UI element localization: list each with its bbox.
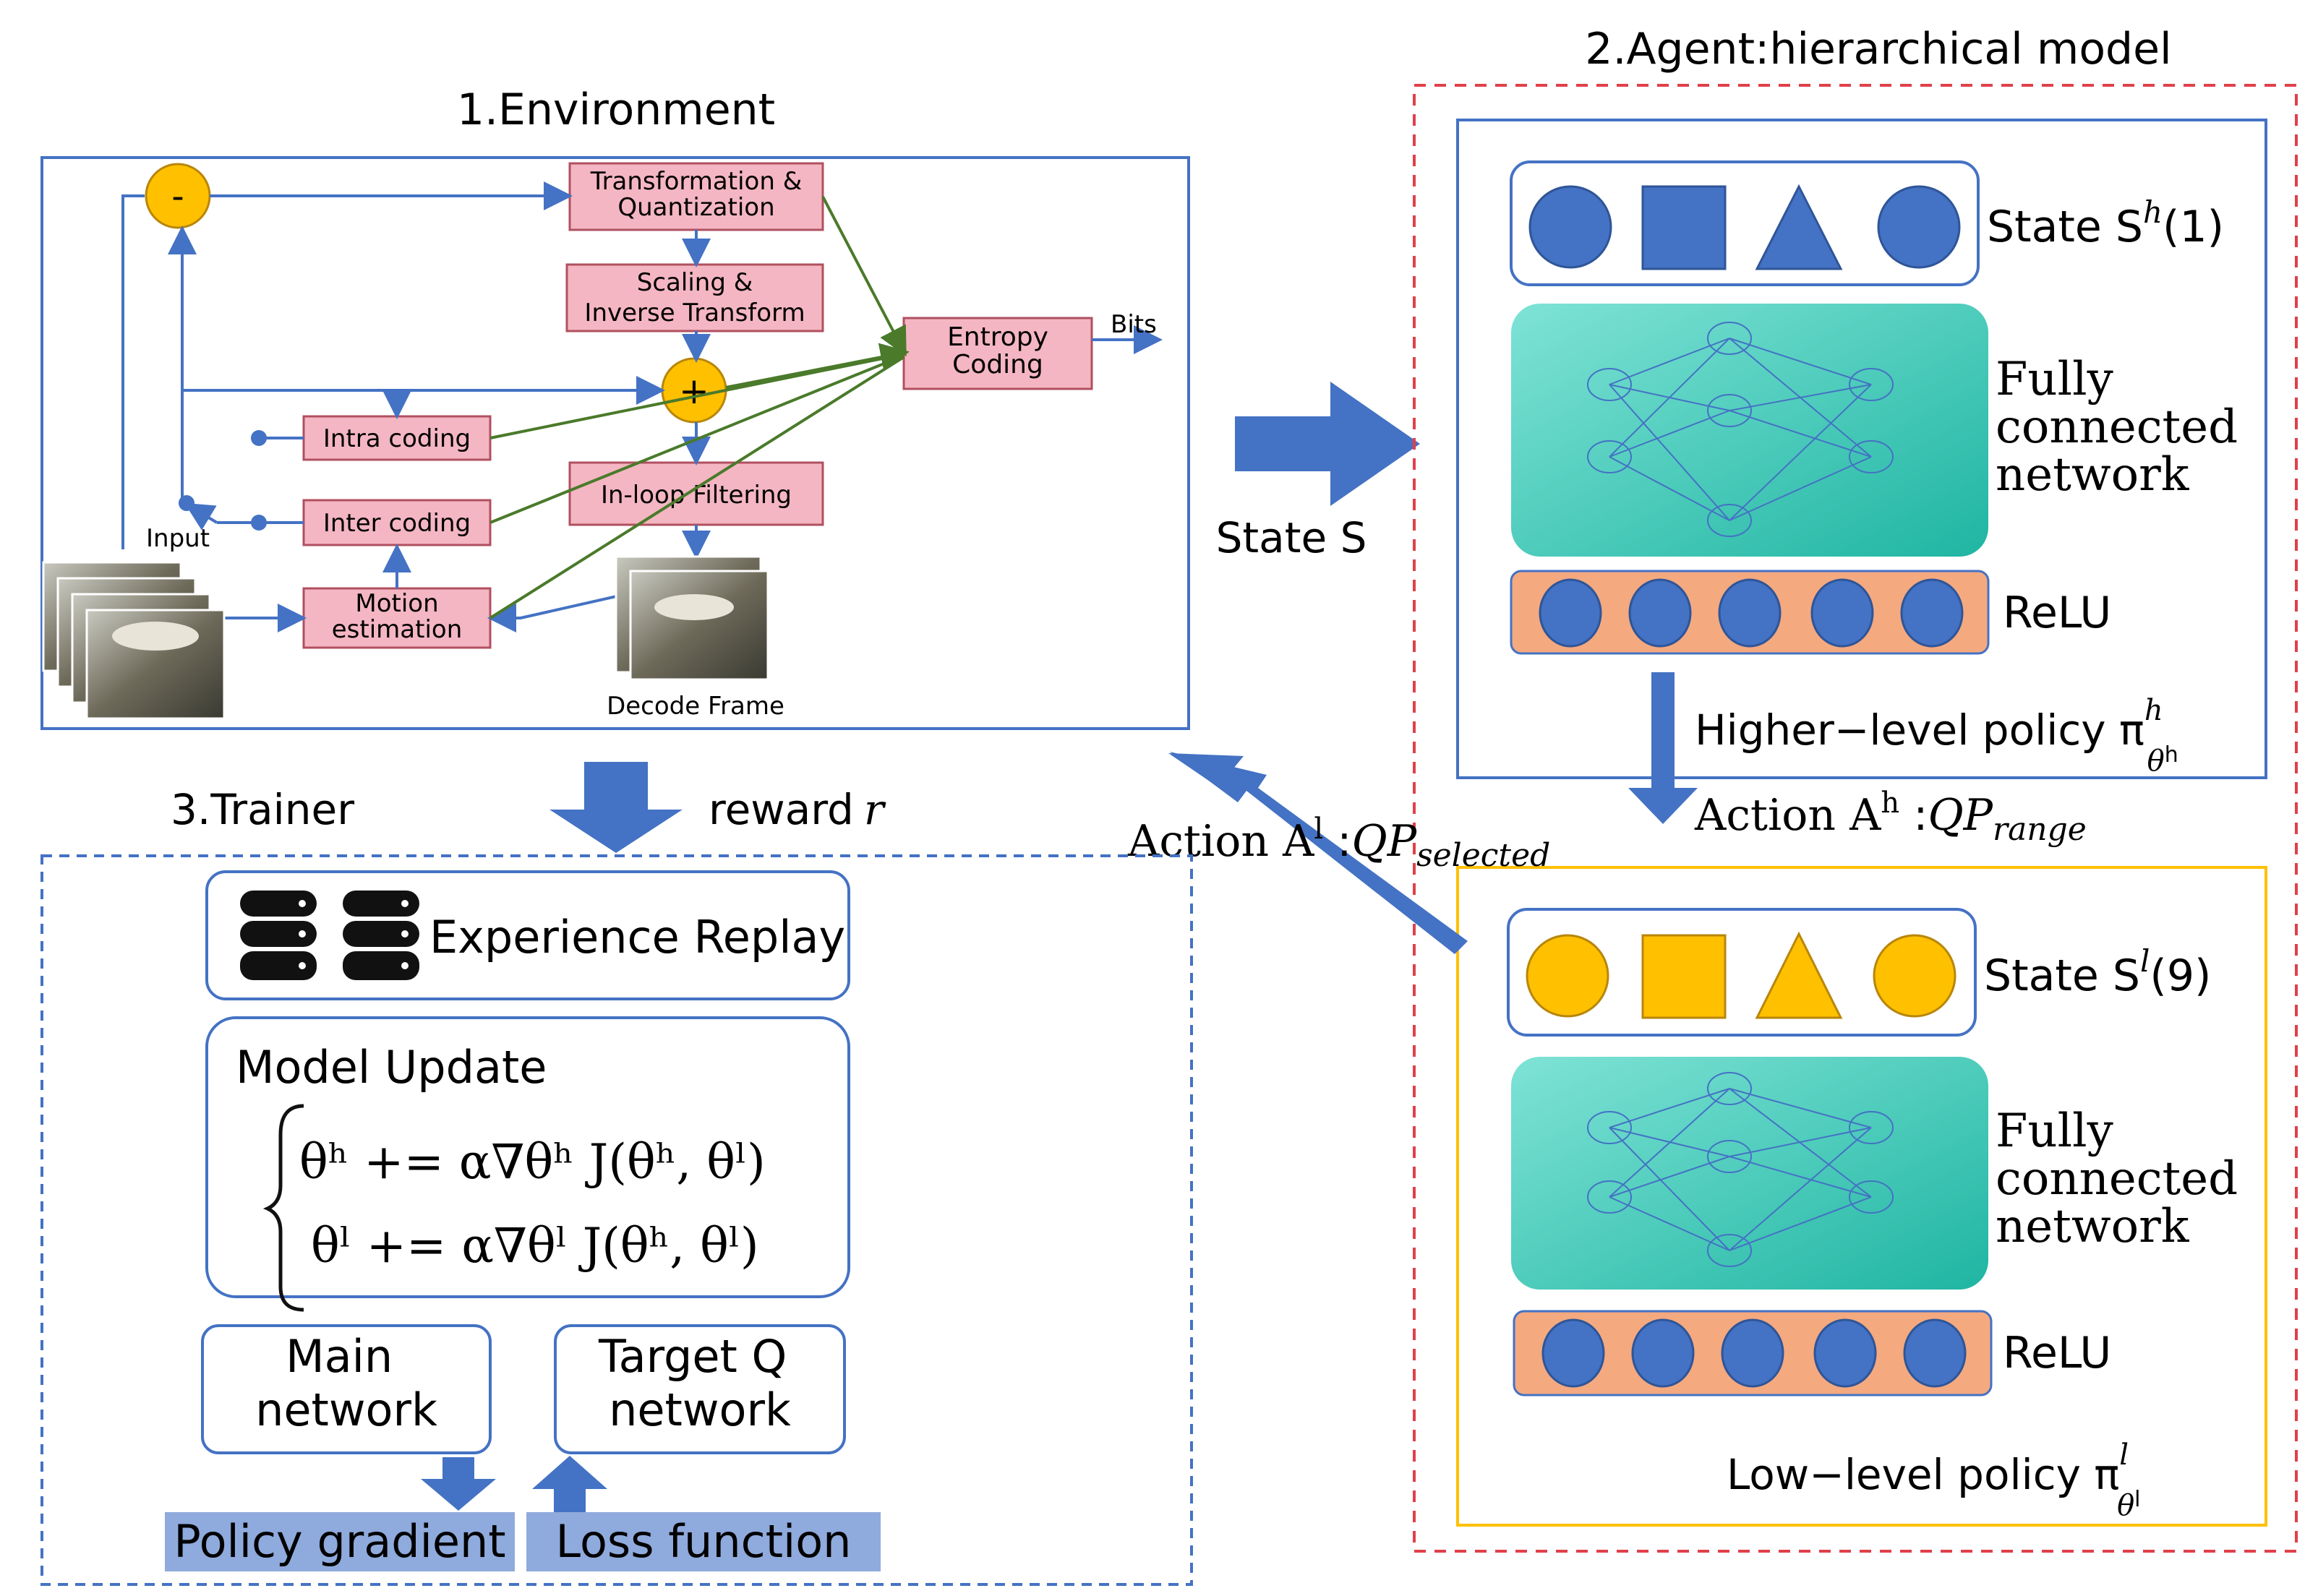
high-state-circle-icon <box>1528 185 1612 269</box>
intra-tap-dot <box>251 430 267 446</box>
high-relu-label: ReLU <box>2003 588 2111 638</box>
equation-1: θʰ += α∇θʰ J(θʰ, θˡ) <box>299 1134 766 1190</box>
svg-text:Quantization: Quantization <box>617 193 774 222</box>
loss-function-arrow <box>532 1456 607 1512</box>
loss-function-banner <box>526 1512 881 1571</box>
equation-2: θˡ += α∇θˡ J(θʰ, θˡ) <box>311 1218 759 1274</box>
intra-coding-block: Intra coding <box>302 415 492 461</box>
low-level-border <box>1456 866 2267 1527</box>
low-state-panel <box>1507 908 1977 1037</box>
low-relu-units <box>1541 1318 1967 1388</box>
high-fc-network <box>1511 304 1988 557</box>
bits-label: Bits <box>1111 310 1157 339</box>
environment-title: 1.Environment <box>457 85 775 135</box>
environment-connectors <box>121 181 1163 632</box>
high-fc-label: Fully connected network <box>1996 353 2252 502</box>
low-state-triangle-icon <box>1755 931 1843 1019</box>
low-state-circle-icon <box>1526 934 1609 1018</box>
main-network-box <box>201 1324 492 1454</box>
entropy-coding-block: Entropy Coding <box>902 317 1093 390</box>
trainer-title: 3.Trainer <box>171 785 354 834</box>
low-state-square-icon <box>1641 934 1727 1019</box>
action-l-label: Action Al :QPselected <box>1127 812 1550 874</box>
database-icon <box>343 891 419 980</box>
input-tap-dot <box>179 495 194 511</box>
subtract-sign: - <box>171 176 184 217</box>
environment-border <box>40 156 1190 730</box>
trainer-border <box>40 854 1193 1586</box>
equation-brace <box>262 1104 304 1312</box>
decoded-frames-image <box>615 555 769 681</box>
experience-replay-label: Experience Replay <box>429 911 845 964</box>
decode-frame-label: Decode Frame <box>607 692 784 721</box>
high-state-circle2-icon <box>1877 185 1961 269</box>
svg-text:Inter coding: Inter coding <box>323 509 471 538</box>
low-relu-label: ReLU <box>2003 1328 2111 1378</box>
policy-gradient-label: Policy gradient <box>174 1515 505 1568</box>
high-relu-units <box>1539 578 1964 648</box>
policy-gradient-arrow <box>421 1457 496 1511</box>
low-state-label: State Sl(9) <box>1984 943 2211 1001</box>
svg-text:Transformation &: Transformation & <box>590 167 802 196</box>
svg-text:Entropy: Entropy <box>947 322 1048 352</box>
in-loop-filtering-block: In-loop Filtering <box>568 461 824 526</box>
scaling-inverse-block: Scaling & Inverse Transform <box>565 263 824 332</box>
svg-text:Inverse Transform: Inverse Transform <box>584 299 805 327</box>
svg-text:In-loop Filtering: In-loop Filtering <box>601 481 792 510</box>
model-update-label: Model Update <box>236 1041 547 1094</box>
target-network-box <box>554 1324 846 1454</box>
high-fc-network-graph <box>1587 322 1894 537</box>
svg-text:estimation: estimation <box>332 615 463 644</box>
state-s-arrow: State S <box>1216 382 1420 562</box>
input-frames-image <box>42 561 226 720</box>
high-state-triangle-icon <box>1755 184 1843 270</box>
low-fc-label: Fully connected network <box>1996 1104 2252 1253</box>
svg-text:Motion: Motion <box>355 589 438 618</box>
main-network-label: Main network <box>255 1330 437 1436</box>
loss-function-label: Loss function <box>556 1515 852 1568</box>
inter-coding-block: Inter coding <box>302 499 492 546</box>
action-h-label: Action Ah :QPrange <box>1694 786 2087 848</box>
entropy-feed-lines <box>489 196 910 619</box>
high-state-panel <box>1510 160 1980 286</box>
svg-text:Coding: Coding <box>952 350 1043 379</box>
low-fc-network <box>1511 1057 1988 1290</box>
motion-estimation-block: Motion estimation <box>302 587 492 649</box>
reward-arrow <box>549 762 683 853</box>
model-update-panel <box>205 1016 850 1298</box>
add-sign: + <box>679 370 709 412</box>
svg-text:Scaling &: Scaling & <box>637 268 753 297</box>
high-state-square-icon <box>1641 185 1727 270</box>
high-state-label: State Sh(1) <box>1987 194 2224 252</box>
agent-section: 2.Agent:hierarchical model State Sh(1) F… <box>1413 24 2298 1553</box>
policy-gradient-banner <box>165 1512 515 1571</box>
low-state-circle2-icon <box>1873 934 1956 1018</box>
environment-section: 1.Environment - + Transformation & Quant… <box>40 85 1190 730</box>
database-icon <box>240 891 317 980</box>
action-l-arrow <box>1168 752 1468 954</box>
target-network-label: Target Q network <box>598 1330 801 1436</box>
transform-quant-block: Transformation & Quantization <box>568 162 824 231</box>
input-label: Input <box>146 524 210 553</box>
higher-level-border <box>1456 119 2267 779</box>
state-s-label: State S <box>1216 513 1367 562</box>
inter-tap-dot <box>251 515 267 531</box>
svg-text:Intra coding: Intra coding <box>323 424 471 453</box>
high-to-low-arrow <box>1628 672 1698 824</box>
agent-title: 2.Agent:hierarchical model <box>1585 24 2171 74</box>
low-fc-network-graph <box>1587 1072 1894 1267</box>
